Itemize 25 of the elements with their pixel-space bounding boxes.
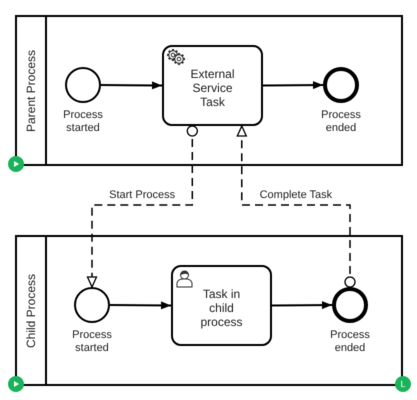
status-badge: L [395,376,411,392]
sequence-flow-arrow [110,301,171,310]
event-label: Process started [62,109,104,135]
pool-label: Child Process [24,273,38,348]
message-flow-arrow [86,125,198,288]
end-event-circle [323,67,359,103]
task-box [162,45,263,126]
sequence-flow-arrow [272,301,332,310]
sequence-flow-arrow [263,81,323,90]
task-label: Task in child process [199,286,244,328]
message-flow-arrow [236,125,356,288]
pool-label: Parent Process [24,49,38,132]
start-event-circle [74,287,110,323]
event-label: Process started [71,329,113,355]
pool-box [15,15,403,166]
pool-box [15,235,403,386]
sequence-flow-arrow [101,81,162,90]
start-event-circle [65,67,101,103]
end-event-circle [332,287,368,323]
task-box [171,265,272,346]
task-label: External Service Task [189,66,236,108]
edge-label: Start Process [107,189,178,201]
event-label: Process ended [329,329,371,355]
event-label: Process ended [320,109,362,135]
edge-label: Complete Task [258,189,334,201]
